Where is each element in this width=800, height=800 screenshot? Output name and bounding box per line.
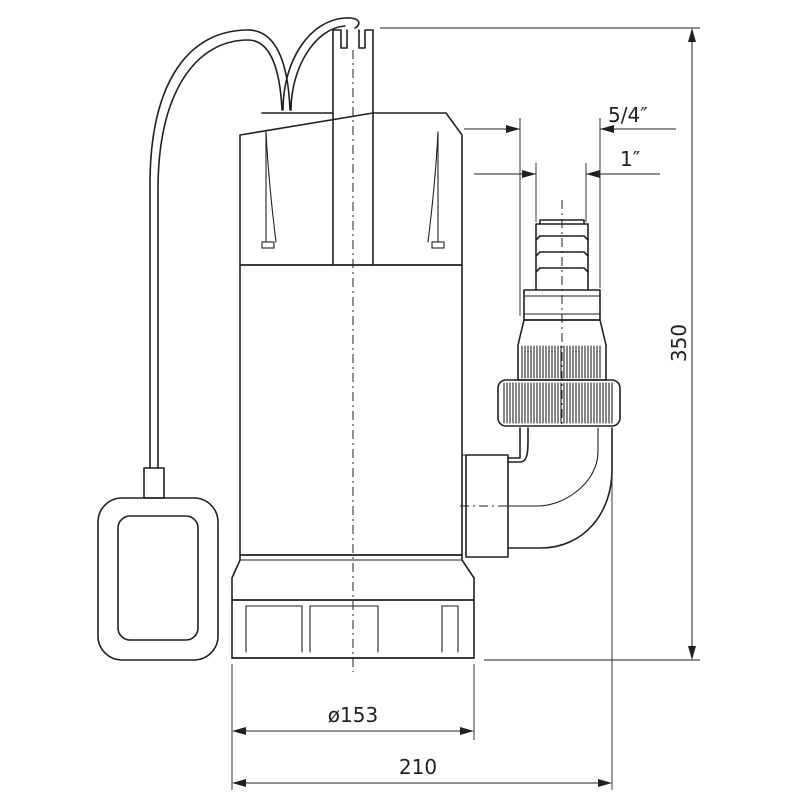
total-width-dimension: 210 — [232, 430, 613, 790]
outlet-inner-dimension: 1″ — [474, 147, 660, 222]
height-dimension: 350 — [380, 27, 700, 661]
center-lines — [352, 50, 563, 672]
outlet-outer-label: 5/4″ — [608, 103, 648, 127]
outlet-elbow — [507, 427, 613, 549]
float-switch-cable — [149, 17, 360, 469]
base-diameter-dimension: ø153 — [231, 664, 475, 790]
union-nut — [497, 379, 621, 427]
float-switch — [97, 467, 219, 661]
pump-base — [231, 554, 475, 659]
height-label: 350 — [667, 324, 691, 362]
outlet-outer-dimension: 5/4″ — [464, 103, 676, 316]
threaded-adapter — [517, 289, 607, 381]
base-diameter-label: ø153 — [328, 703, 378, 727]
outlet-inner-label: 1″ — [620, 147, 640, 171]
pump-handle — [332, 29, 374, 266]
motor-top-cap — [239, 112, 463, 266]
total-width-label: 210 — [399, 755, 437, 779]
motor-body — [239, 264, 509, 558]
